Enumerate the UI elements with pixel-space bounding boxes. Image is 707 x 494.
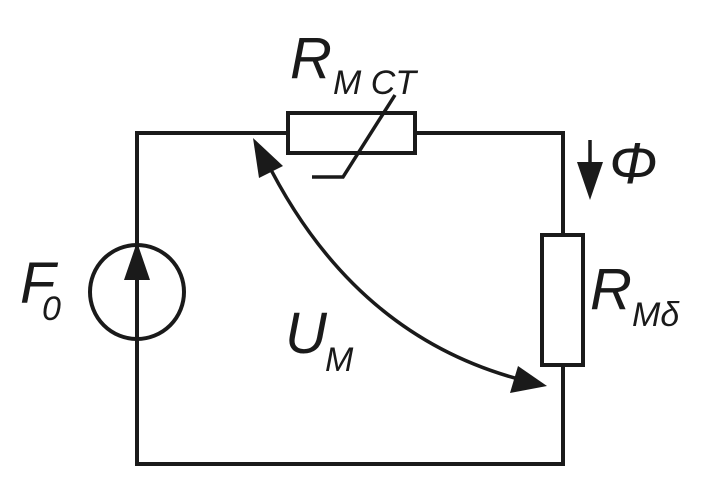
label-voltage: U [285, 301, 328, 366]
label-gap-resistor: R [590, 257, 632, 322]
label-voltage-main: U [285, 301, 328, 366]
voltage-arrow-curve [263, 157, 531, 384]
label-voltage-sub: M [325, 341, 354, 379]
label-source: F [20, 251, 59, 316]
label-nonlinear-resistor-sub: M CT [333, 64, 418, 102]
label-source-sub: 0 [42, 290, 61, 328]
mmf-source [88, 242, 186, 342]
label-flux: Φ [609, 131, 658, 196]
label-nonlinear-resistor-main: R [290, 26, 332, 91]
voltage-arrow-end-icon [510, 366, 547, 393]
voltage-arrow [253, 138, 547, 393]
mmf-source-arrow-icon [124, 242, 150, 280]
label-source-main: F [20, 251, 59, 316]
circuit-wires [135, 131, 565, 466]
nonlinear-resistor-body [286, 111, 417, 155]
label-gap-resistor-main: R [590, 257, 632, 322]
flux-arrow-head-icon [577, 162, 603, 200]
flux-arrow [577, 140, 603, 200]
label-nonlinear-resistor: R [290, 26, 332, 91]
label-gap-resistor-sub: Mδ [632, 296, 680, 334]
nonlinear-resistor [286, 94, 417, 179]
nonlinear-resistor-slash [312, 94, 397, 179]
voltage-arrow-start-icon [253, 138, 283, 178]
gap-resistor [540, 233, 585, 367]
